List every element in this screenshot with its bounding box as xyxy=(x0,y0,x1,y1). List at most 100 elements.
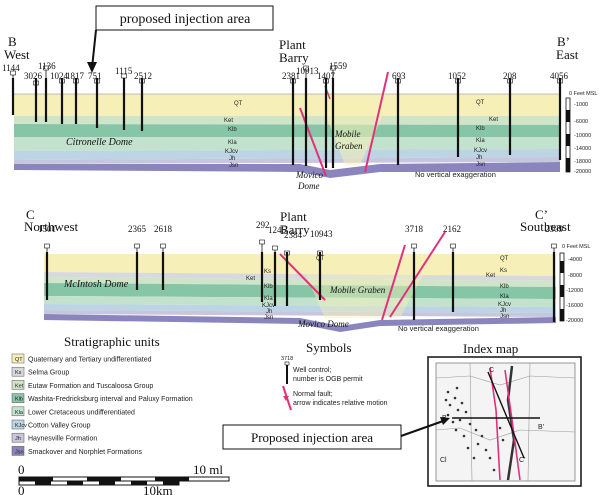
scale-top-left: 0 xyxy=(18,462,25,477)
section-b-right-direction: East xyxy=(556,47,579,62)
section-c-well: 1501 xyxy=(38,224,56,300)
section-c-well-label: 10943 xyxy=(310,229,333,239)
section-c-well-label: 292 xyxy=(256,220,270,230)
legend-code: Klb xyxy=(15,397,23,403)
callout-top-text: proposed injection area xyxy=(120,12,251,27)
scale-bottom-right: 10km xyxy=(143,483,173,495)
graben-c-label: Mobile Graben xyxy=(329,285,386,295)
section-c-well: 2384 xyxy=(284,230,303,306)
section-b-well-label: 2512 xyxy=(134,71,152,81)
scale-bottom-left: 0 xyxy=(18,483,25,495)
graben-fill xyxy=(320,100,390,165)
section-b-left-direction: West xyxy=(4,47,30,62)
depth-title-b: 0 Feet MSL xyxy=(569,91,597,97)
cross-section-c: C Northwest C’ Southeast Plant Barry QT … xyxy=(24,207,590,333)
layer-klb xyxy=(14,124,560,137)
section-b-well-label: 1407 xyxy=(317,71,336,81)
section-c-well-label: 1501 xyxy=(38,224,56,234)
symbol-fault-text-2: arrow indicates relative motion xyxy=(293,400,388,407)
index-map-wells xyxy=(444,386,505,472)
section-b-well-label: 1115 xyxy=(115,66,133,76)
legend-code: Jsn xyxy=(15,449,24,455)
section-c-well: 292 xyxy=(256,220,270,302)
section-c-well-label: 2309 xyxy=(545,224,564,234)
section-b-well: 1407 xyxy=(317,71,336,168)
unit-c-right-ks: Ks xyxy=(500,268,507,274)
legend-name: Haynesville Formation xyxy=(28,436,97,443)
legend-name: Eutaw Formation and Tuscaloosa Group xyxy=(28,383,153,390)
layer-c-kla xyxy=(44,296,556,307)
unit-c-right-kjcv: KJcv xyxy=(498,302,511,308)
section-b-well-label: 1559 xyxy=(329,61,348,71)
legend-code: KJcv xyxy=(15,423,27,429)
unit-c-right-kla: Kla xyxy=(500,294,509,300)
movico-c-label: Movico Dome xyxy=(297,319,349,329)
section-c-well: 2162 xyxy=(443,224,461,312)
section-b-well: 1559 xyxy=(329,61,348,168)
section-b-well: 10913 xyxy=(296,65,319,166)
section-c-well-label: 2365 xyxy=(128,224,147,234)
callout-bottom-arrow xyxy=(400,419,447,437)
unit-label-kla: Kla xyxy=(228,140,237,146)
section-b-well: 2512 xyxy=(134,71,152,131)
layer-c-jh xyxy=(44,310,556,317)
layer-qt xyxy=(14,94,560,116)
legend-code: Kla xyxy=(15,410,24,416)
legend-code: Ket xyxy=(15,383,24,389)
depth-tick-b: -20000 xyxy=(574,169,591,175)
well-head-icon xyxy=(44,243,50,249)
no-exaggeration-b: No vertical exaggeration xyxy=(415,170,496,179)
section-c-right-direction: Southeast xyxy=(520,219,571,234)
legend-swatch xyxy=(11,380,25,390)
unit-label-right-ket: Ket xyxy=(489,117,498,123)
unit-label-right-jsn: Jsn xyxy=(476,162,485,168)
depth-tick-b: -18000 xyxy=(574,159,591,165)
section-c-plant-line1: Plant xyxy=(280,209,307,224)
section-b-well: 1024 xyxy=(50,71,69,124)
section-c-well-label: 2384 xyxy=(284,230,303,240)
depth-tick-c: -8000 xyxy=(568,273,582,279)
layer-c-klb xyxy=(44,283,556,299)
callout-box-bottom xyxy=(222,424,402,450)
legend-swatch xyxy=(11,446,25,456)
depth-tick-b: -6000 xyxy=(574,119,588,125)
section-b-well: 1136 xyxy=(38,61,56,122)
depth-tick-b: -14000 xyxy=(574,146,591,152)
depth-tick-c: -16000 xyxy=(566,303,583,309)
legend-name: Smackover and Norphlet Formations xyxy=(28,449,142,456)
section-b-well-label: 1052 xyxy=(448,71,466,81)
movico-label-line2: Dome xyxy=(297,181,320,191)
well-head-icon xyxy=(551,243,557,249)
layer-kjcv xyxy=(14,149,560,160)
layer-jh xyxy=(14,157,560,164)
fault-b-2 xyxy=(364,71,389,173)
section-c-left-letter: C xyxy=(26,207,35,222)
unit-c-right-klb: Klb xyxy=(500,284,509,290)
callout-box-top xyxy=(95,5,274,31)
legend-swatch xyxy=(11,353,25,364)
section-c-well: 3718 xyxy=(405,224,424,320)
unit-c-right-jh: Jh xyxy=(500,308,506,314)
section-b-well: 1115 xyxy=(115,66,133,130)
well-head-icon xyxy=(259,239,265,245)
graben-label-line1: Mobile xyxy=(334,129,361,139)
callout-bottom-arrowhead xyxy=(440,417,450,425)
depth-tick-b: -10000 xyxy=(574,133,591,139)
well-icon xyxy=(284,361,290,366)
unit-c-right-jsn: Jsn xyxy=(500,314,509,320)
section-b-well-label: 3026 xyxy=(24,71,43,81)
scale-bar: 0 10 ml 0 10km xyxy=(18,462,230,495)
well-head-icon xyxy=(411,243,417,249)
index-map: Index map B B’ C C’ Cl xyxy=(427,341,582,487)
unit-c-kla: Kla xyxy=(264,296,273,302)
section-c-well-label: 3718 xyxy=(405,224,424,234)
callout-top-arrowhead xyxy=(87,62,97,73)
layer-c-jsn xyxy=(44,314,556,332)
section-c-well: 2309 xyxy=(545,224,564,322)
